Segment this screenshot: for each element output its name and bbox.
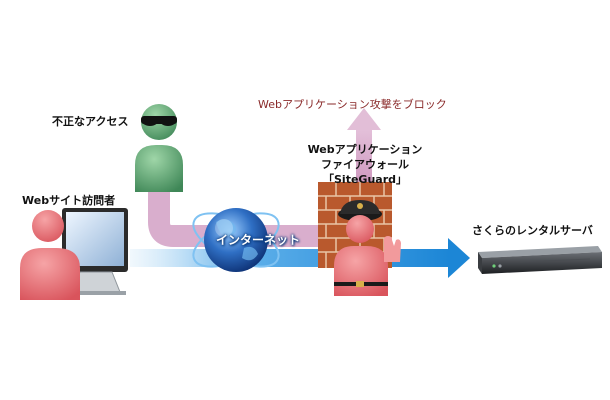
internet-label: インターネット (216, 233, 301, 247)
guard-icon (334, 200, 401, 296)
waf-label-line3: 「SiteGuard」 (323, 173, 407, 186)
attack-path (148, 190, 330, 247)
waf-label: Webアプリケーション ファイアウォール 「SiteGuard」 (300, 142, 430, 187)
web-visitor-label: Webサイト訪問者 (22, 194, 116, 207)
globe-icon (192, 208, 280, 272)
block-attack-label: Webアプリケーション攻撃をブロック (258, 98, 447, 111)
server-icon (478, 246, 602, 274)
waf-label-line1: Webアプリケーション (307, 143, 423, 156)
visitor-icon (20, 210, 80, 300)
waf-label-line2: ファイアウォール (321, 158, 409, 171)
rental-server-label: さくらのレンタルサーバ (472, 224, 593, 237)
attacker-icon (135, 104, 183, 192)
block-arrow (347, 108, 381, 198)
unauthorized-access-label: 不正なアクセス (52, 115, 129, 128)
